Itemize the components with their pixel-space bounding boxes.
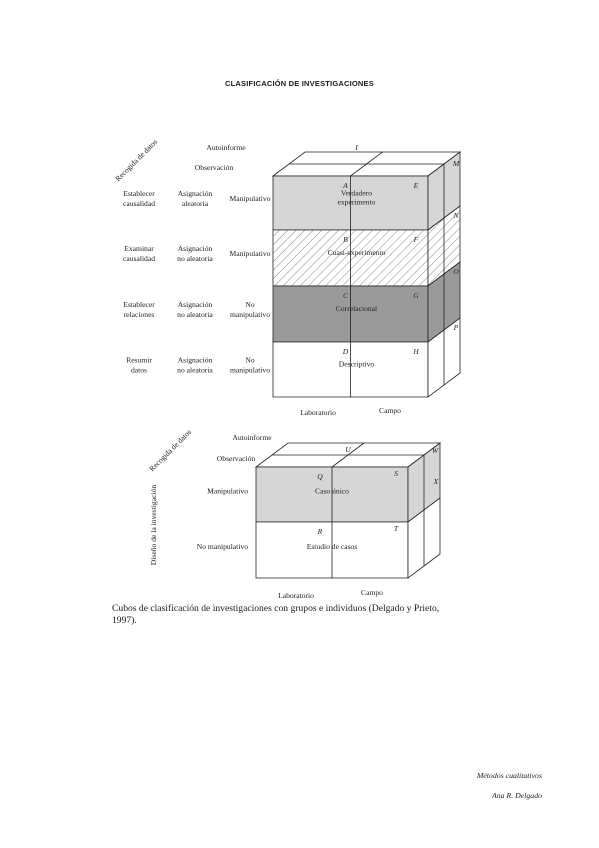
cube1-axis-diag: Recogida de datos (113, 137, 159, 183)
cube1-purpose-label: datos (131, 366, 147, 375)
cube2-bottom-label: Laboratorio (278, 591, 314, 600)
cube2-manip-label: No manipulativo (197, 542, 248, 551)
cube1-cell-name: Cuasi-experimento (328, 248, 386, 257)
cube1-letter: M (452, 159, 460, 168)
cube2-letter: R (317, 527, 323, 536)
cube1-letter: I (354, 143, 358, 152)
cube1-purpose-label: Establecer (123, 189, 155, 198)
cube2-bottom-label: Campo (361, 588, 383, 597)
cube1-letter: A (342, 181, 348, 190)
cube1-assign-label: no aleatoria (177, 310, 213, 319)
cube2-header-autoinforme: Autoinforme (232, 433, 272, 442)
cube1-assign-label: no aleatoria (177, 254, 213, 263)
cube1-letter: C (343, 291, 349, 300)
cube1-letter: E (413, 181, 419, 190)
cube1-assign-label: Asignación (178, 189, 213, 198)
cube1-assign-label: Asignación (178, 356, 213, 365)
cube1-letter: O (453, 267, 459, 276)
cube1-assign-label: Asignación (178, 244, 213, 253)
cube2-manip-label: Manipulativo (207, 487, 248, 496)
figure-caption: Cubos de clasificación de investigacione… (112, 603, 440, 626)
cube2-header-observacion: Observación (217, 454, 256, 463)
cube2-letter: S (394, 469, 398, 478)
cube1-letter: D (342, 347, 349, 356)
cube2-letter: Q (317, 472, 323, 481)
cube1-letter: G (413, 291, 419, 300)
cube1-letter: H (412, 347, 419, 356)
cube1-manip-label: No (245, 356, 254, 365)
cube1-manip-label: Manipulativo (230, 194, 271, 203)
cube2-axis-vertical: Diseño de la investigación (149, 485, 158, 566)
cube1-cell-name: Correlacional (336, 304, 377, 313)
cube2-cell-name: Caso único (315, 487, 349, 496)
footer-title: Métodos cualitativos (476, 771, 542, 780)
cube1-purpose-label: causalidad (123, 254, 155, 263)
cube1-cell-name: Descriptivo (339, 360, 375, 369)
cube2-cell-name: Estudio de casos (307, 542, 358, 551)
cube1-cell-name: experimento (338, 198, 376, 207)
cube1-assign-label: no aleatoria (177, 366, 213, 375)
cube2-letter: W (432, 446, 439, 455)
cube1-header-observacion: Observación (195, 163, 234, 172)
cube2-letter: T (394, 524, 399, 533)
footer-author: Ana R. Delgado (491, 791, 542, 800)
cube1-header-autoinforme: Autoinforme (206, 143, 246, 152)
page-title: CLASIFICACIÓN DE INVESTIGACIONES (225, 79, 374, 88)
cube1-bottom-label: Laboratorio (300, 408, 336, 417)
cube1-bottom-label: Campo (379, 406, 401, 415)
cube1-purpose-label: Examinar (124, 244, 154, 253)
cube1-assign-label: Asignación (178, 300, 213, 309)
cube2-axis-diag: Recogida de datos (147, 427, 193, 473)
cube1-manip-label: manipulativo (230, 366, 270, 375)
cube1-purpose-label: Establecer (123, 300, 155, 309)
cube1-cell-name: Verdadero (341, 189, 372, 198)
cube1-letter: P (453, 323, 459, 332)
cube1-assign-label: aleatoria (182, 199, 209, 208)
cube1-purpose-label: causalidad (123, 199, 155, 208)
cube2-letter: X (433, 477, 439, 486)
cube1-letter: B (343, 235, 348, 244)
cube1-manip-label: manipulativo (230, 310, 270, 319)
cube2-letter: U (345, 445, 351, 454)
cube1-manip-label: Manipulativo (230, 249, 271, 258)
cube1-purpose-label: relaciones (124, 310, 155, 319)
cube1-letter: N (452, 211, 459, 220)
cube1-letter: F (413, 235, 419, 244)
cube1-purpose-label: Resumir (126, 356, 152, 365)
cube1-manip-label: No (245, 300, 254, 309)
